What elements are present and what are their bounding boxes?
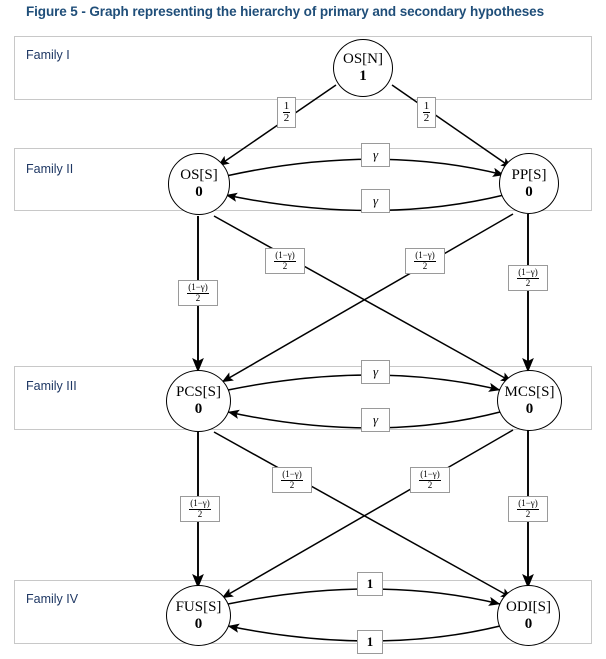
edge-label-oss-mcs: (1−γ) 2 xyxy=(265,248,305,274)
gamma-symbol: γ xyxy=(372,412,379,427)
edge-label-mcs-fus: (1−γ) 2 xyxy=(410,467,450,493)
edge-weight-one: 1 xyxy=(366,634,374,649)
edge-label-oss-mcs-num: (1−γ) xyxy=(274,250,296,262)
node-odi-s-value: 0 xyxy=(524,615,533,632)
edge-label-osn-oss: 1 2 xyxy=(277,97,296,128)
edge-label-oss-pps: γ xyxy=(361,143,390,167)
edge-label-pcs-fus-num: (1−γ) xyxy=(189,498,211,510)
family-label-3: Family III xyxy=(26,379,77,393)
edge-label-osn-pps: 1 2 xyxy=(417,97,436,128)
edge-label-mcs-odi-num: (1−γ) xyxy=(517,498,539,510)
node-os-n[interactable]: OS[N] 1 xyxy=(333,39,393,97)
node-odi-s-label: ODI[S] xyxy=(506,598,551,615)
node-pcs-s[interactable]: PCS[S] 0 xyxy=(166,370,231,432)
node-os-n-label: OS[N] xyxy=(343,51,383,67)
node-pcs-s-label: PCS[S] xyxy=(175,384,222,400)
node-os-s-label: OS[S] xyxy=(180,167,218,183)
edge-label-fus-odi: 1 xyxy=(357,572,383,596)
family-label-4: Family IV xyxy=(26,592,79,606)
family-box-1 xyxy=(14,36,592,100)
edge-label-oss-pcs-num: (1−γ) xyxy=(187,282,209,294)
node-pp-s[interactable]: PP[S] 0 xyxy=(499,153,559,214)
page-title: Figure 5 - Graph representing the hierar… xyxy=(26,4,544,19)
edge-label-oss-mcs-den: 2 xyxy=(282,260,288,271)
edge-oss-mcs xyxy=(213,215,513,383)
edge-label-mcs-odi: (1−γ) 2 xyxy=(508,496,548,522)
edge-weight-one: 1 xyxy=(366,576,374,591)
edge-label-pps-mcs-den: 2 xyxy=(525,277,531,288)
gamma-symbol: γ xyxy=(372,147,379,162)
node-pp-s-value: 0 xyxy=(525,183,533,200)
gamma-symbol: γ xyxy=(372,193,379,208)
edge-label-oss-pcs: (1−γ) 2 xyxy=(178,280,218,306)
node-mcs-s[interactable]: MCS[S] 0 xyxy=(497,370,562,431)
edge-label-pps-pcs: (1−γ) 2 xyxy=(405,248,445,274)
edge-label-oss-pcs-den: 2 xyxy=(195,292,201,303)
edge-label-pps-mcs: (1−γ) 2 xyxy=(508,265,548,291)
node-os-s-value: 0 xyxy=(195,184,203,200)
family-label-1: Family I xyxy=(26,48,70,62)
edge-label-mcs-fus-num: (1−γ) xyxy=(419,469,441,481)
edge-label-osn-pps-num: 1 xyxy=(422,99,431,113)
edge-label-pcs-odi: (1−γ) 2 xyxy=(272,467,312,493)
edge-label-pcs-fus: (1−γ) 2 xyxy=(180,496,220,522)
node-pp-s-label: PP[S] xyxy=(511,166,547,183)
edge-label-mcs-fus-den: 2 xyxy=(427,479,433,490)
edge-label-osn-oss-den: 2 xyxy=(283,112,290,124)
edge-label-pps-oss: γ xyxy=(361,189,390,213)
node-fus-s-value: 0 xyxy=(194,615,203,632)
node-fus-s[interactable]: FUS[S] 0 xyxy=(166,585,231,646)
edge-label-mcs-odi-den: 2 xyxy=(525,508,531,519)
family-label-2: Family II xyxy=(26,162,74,176)
node-os-n-value: 1 xyxy=(359,68,367,84)
edge-label-pps-mcs-num: (1−γ) xyxy=(517,267,539,279)
node-os-s[interactable]: OS[S] 0 xyxy=(168,153,230,215)
edge-label-mcs-pcs: γ xyxy=(361,408,390,432)
edge-label-pcs-odi-den: 2 xyxy=(289,479,295,490)
gamma-symbol: γ xyxy=(372,364,379,379)
edge-label-pps-pcs-den: 2 xyxy=(422,260,428,271)
node-mcs-s-label: MCS[S] xyxy=(504,383,555,400)
edge-pps-pcs xyxy=(221,213,514,383)
edge-label-pcs-fus-den: 2 xyxy=(197,508,203,519)
node-odi-s[interactable]: ODI[S] 0 xyxy=(497,585,560,646)
node-mcs-s-value: 0 xyxy=(525,400,534,417)
edge-label-osn-pps-den: 2 xyxy=(423,112,430,124)
edge-label-pcs-mcs: γ xyxy=(361,360,390,384)
edge-label-odi-fus: 1 xyxy=(357,630,383,654)
edge-label-pps-pcs-num: (1−γ) xyxy=(414,250,436,262)
edge-label-osn-oss-num: 1 xyxy=(282,99,291,113)
node-pcs-s-value: 0 xyxy=(194,401,203,417)
node-fus-s-label: FUS[S] xyxy=(175,598,222,615)
edge-label-pcs-odi-num: (1−γ) xyxy=(281,469,303,481)
